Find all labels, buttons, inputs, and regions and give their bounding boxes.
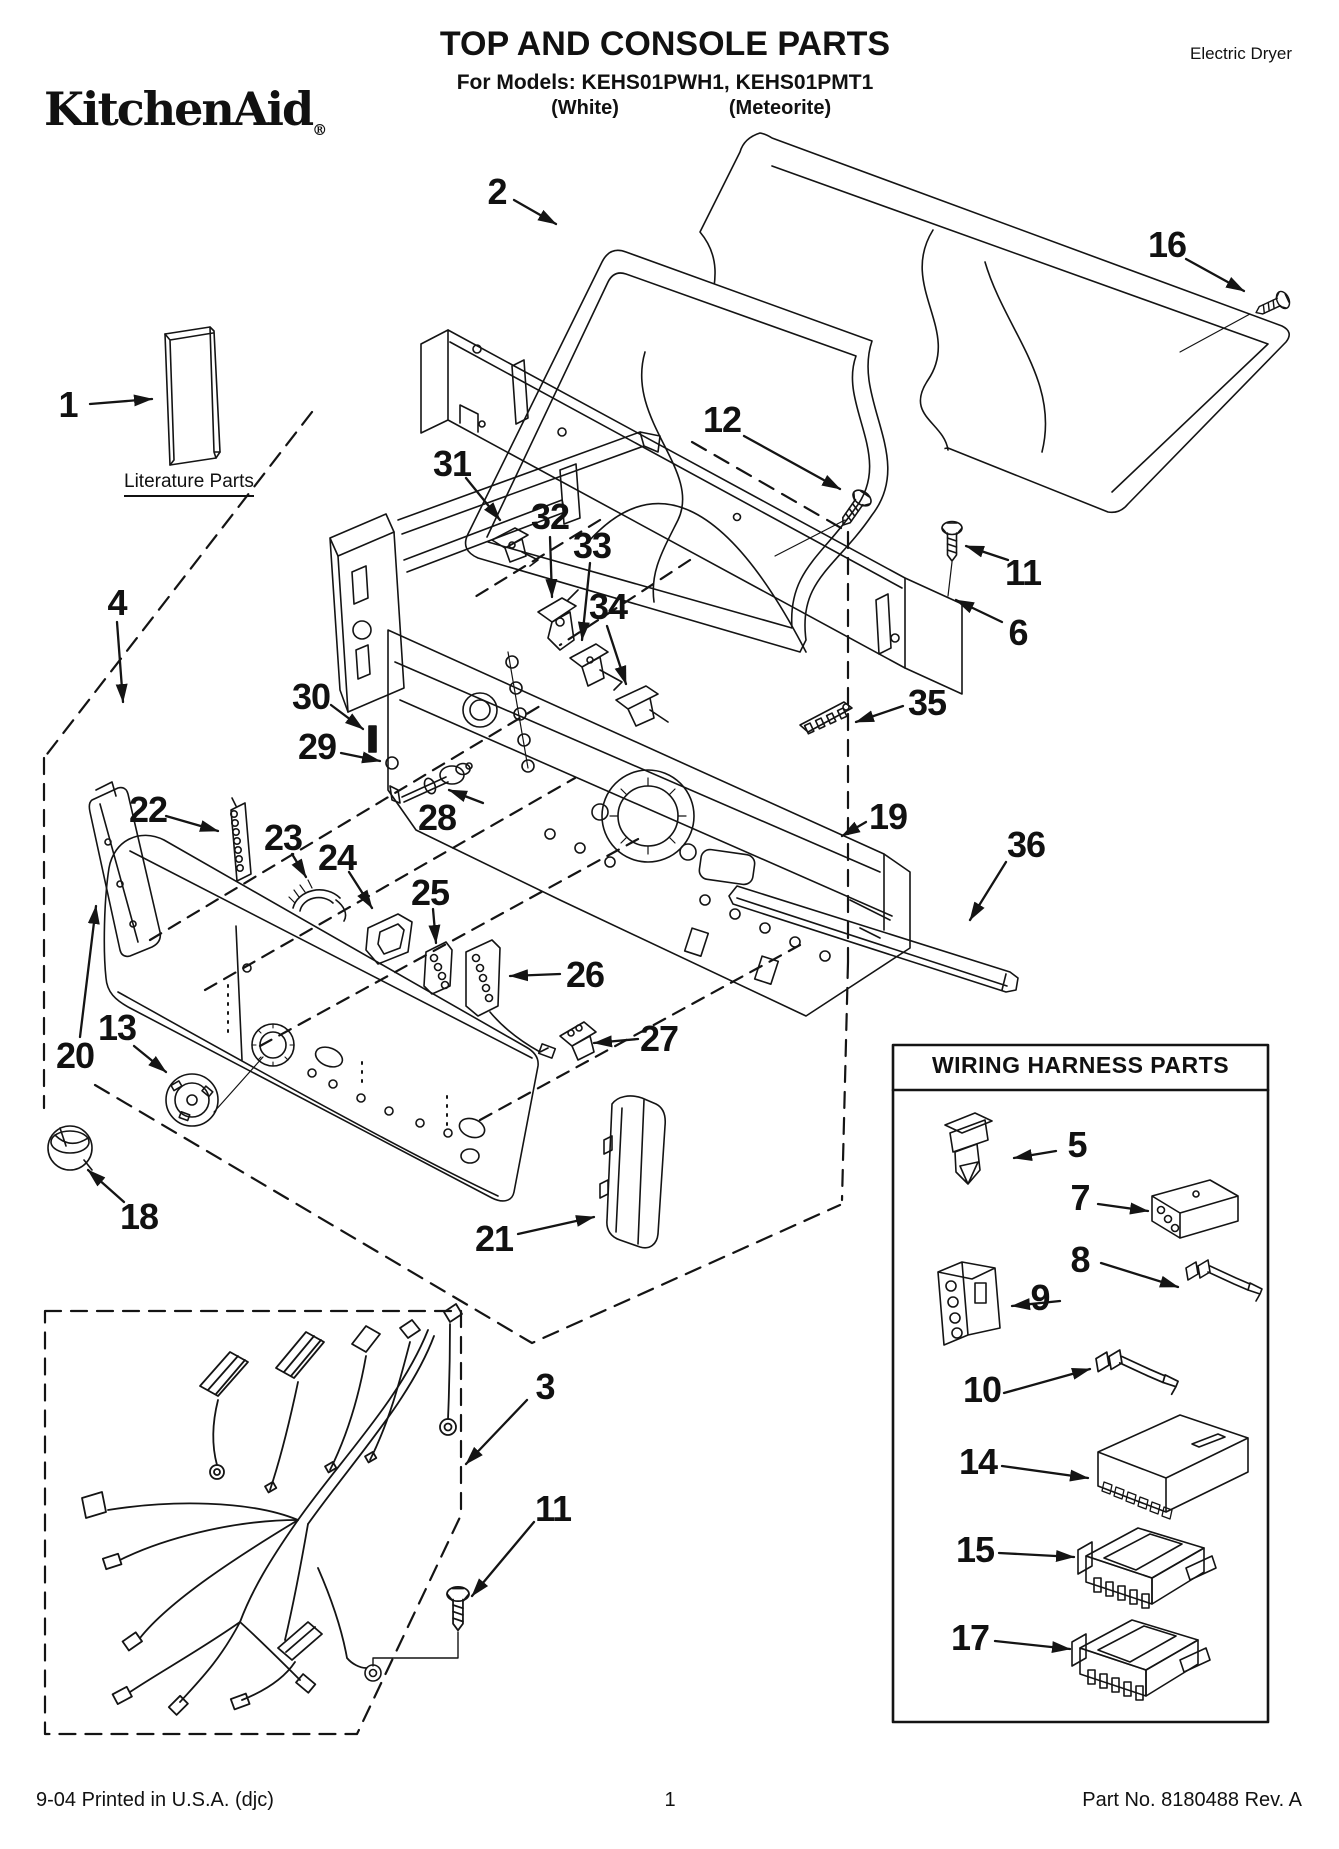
callout-22: 22 xyxy=(128,789,168,830)
rear-bracket-drawing xyxy=(420,329,963,695)
wiring-box-title: WIRING HARNESS PARTS xyxy=(931,1052,1230,1078)
wiring-box-parts-drawings xyxy=(937,1112,1263,1701)
console-rear-assembly-drawing xyxy=(329,431,911,1017)
callout-13: 13 xyxy=(97,1007,137,1048)
appliance-type-note: Electric Dryer xyxy=(1189,44,1292,63)
callout-34: 34 xyxy=(588,586,628,627)
wiring-box xyxy=(891,1043,1270,1724)
callout-21: 21 xyxy=(474,1218,514,1259)
footer-part-number: Part No. 8180488 Rev. A xyxy=(1082,1789,1302,1811)
callout-20: 20 xyxy=(55,1035,95,1076)
brand-logo: KitchenAid® xyxy=(44,82,328,139)
callout-5: 5 xyxy=(1067,1124,1087,1165)
shaft-parts-drawings xyxy=(368,725,473,804)
callout-1: 1 xyxy=(58,384,78,425)
callout-11-top: 11 xyxy=(1004,552,1042,593)
callout-9: 9 xyxy=(1030,1277,1050,1318)
callout-3: 3 xyxy=(535,1366,555,1407)
page-title: TOP AND CONSOLE PARTS xyxy=(439,25,891,63)
clip-parts-drawings xyxy=(491,527,853,735)
screw-drawings xyxy=(364,288,1293,1682)
end-caps-drawings xyxy=(47,781,667,1249)
callout-27: 27 xyxy=(639,1018,679,1059)
callout-17: 17 xyxy=(950,1617,990,1658)
callout-32: 32 xyxy=(530,496,570,537)
callout-6: 6 xyxy=(1008,612,1028,653)
callout-30: 30 xyxy=(291,676,331,717)
callout-36: 36 xyxy=(1006,824,1046,865)
footer-print-info: 9-04 Printed in U.S.A. (djc) xyxy=(36,1789,274,1811)
callout-24: 24 xyxy=(317,837,357,878)
callout-26: 26 xyxy=(565,954,605,995)
callout-2: 2 xyxy=(487,171,507,212)
models-line: For Models: KEHS01PWH1, KEHS01PMT1 xyxy=(456,71,874,95)
callout-18: 18 xyxy=(119,1196,159,1237)
callout-33: 33 xyxy=(572,525,612,566)
callout-15: 15 xyxy=(955,1529,995,1570)
callout-28: 28 xyxy=(417,797,457,838)
literature-book-drawing xyxy=(164,326,221,466)
finish-white: (White) xyxy=(551,97,619,120)
callout-23: 23 xyxy=(263,817,303,858)
page-number: 1 xyxy=(664,1789,676,1811)
callout-10: 10 xyxy=(962,1369,1002,1410)
callout-12: 12 xyxy=(702,399,742,440)
finish-line: (White) (Meteorite) xyxy=(300,97,1030,123)
trim-bar-drawing xyxy=(728,885,1019,993)
leader-arrows xyxy=(78,198,1246,1654)
callout-11-bottom: 11 xyxy=(534,1488,572,1529)
dashed-boundaries xyxy=(42,410,850,1736)
callout-31: 31 xyxy=(432,443,472,484)
callout-16: 16 xyxy=(1147,224,1187,265)
finish-meteorite: (Meteorite) xyxy=(728,97,832,120)
switch-parts-drawings xyxy=(230,797,597,1061)
callout-4: 4 xyxy=(107,582,127,623)
literature-parts-label: Literature Parts xyxy=(124,471,254,497)
registered-mark: ® xyxy=(312,121,328,139)
wire-harness-drawing xyxy=(81,1303,463,1716)
callout-25: 25 xyxy=(410,872,450,913)
callout-19: 19 xyxy=(868,796,908,837)
title-block: TOP AND CONSOLE PARTS For Models: KEHS01… xyxy=(300,25,1030,123)
callout-7: 7 xyxy=(1070,1177,1090,1218)
front-panel-drawing xyxy=(103,834,539,1202)
callout-29: 29 xyxy=(297,726,337,767)
callout-35: 35 xyxy=(907,682,947,723)
callout-8: 8 xyxy=(1070,1239,1090,1280)
callout-14: 14 xyxy=(958,1441,998,1482)
